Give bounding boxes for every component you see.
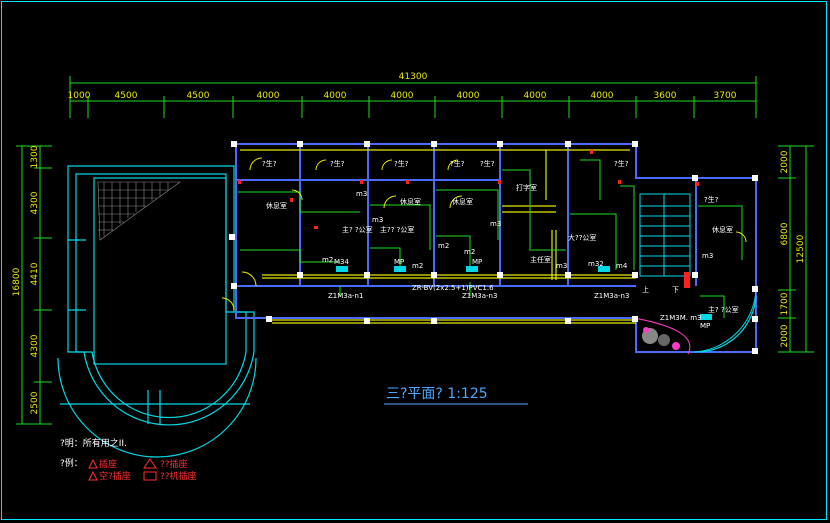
dim-seg-7: 4000 <box>457 91 480 101</box>
tag-stair-down: 下 <box>672 286 679 294</box>
tag-n3-b: Z1M3a-n3 <box>594 292 629 300</box>
room-wc-2: ?生? <box>330 159 345 168</box>
room-rest-1: 休息室 <box>266 201 287 210</box>
legend-title: ?例： <box>60 457 83 469</box>
tag-m2-a: m2 <box>322 256 333 264</box>
left-dimension-chain <box>16 145 52 425</box>
tag-m2-c: m2 <box>464 248 475 256</box>
dim-seg-6: 4000 <box>391 91 414 101</box>
distribution-boxes <box>336 266 712 320</box>
dim-seg-1: 1000 <box>68 91 91 101</box>
dim-right-1: 2000 <box>780 150 790 173</box>
tag-n1: Z1M3a-n1 <box>328 292 363 300</box>
dim-left-total: 16800 <box>12 267 22 296</box>
dim-seg-11: 3700 <box>714 91 737 101</box>
dim-seg-8: 4000 <box>524 91 547 101</box>
dim-seg-4: 4000 <box>257 91 280 101</box>
tag-n3-a: Z1M3a-n3 <box>462 292 497 300</box>
tag-m3-c: m3 <box>490 220 501 228</box>
socket-symbols <box>238 150 699 288</box>
legend-special-socket-icon <box>143 458 157 469</box>
dim-left-1: 1300 <box>30 145 40 168</box>
legend-socket-icon <box>88 458 98 469</box>
tag-stair-up: 上 <box>642 285 649 294</box>
dim-seg-5: 4000 <box>324 91 347 101</box>
terrace-curve <box>633 289 757 355</box>
dim-total-top: 41300 <box>399 72 428 82</box>
left-wing-outline <box>57 165 257 458</box>
dim-left-5: 2500 <box>30 391 40 414</box>
room-wc-4: ?生? <box>450 159 465 168</box>
room-office-3: 主? ?公室 <box>708 305 739 314</box>
tag-m3-b: m3 <box>372 216 383 224</box>
legend-item-1: 插座 <box>99 458 117 470</box>
dim-seg-3: 4500 <box>187 91 210 101</box>
hatch-pattern <box>97 181 181 241</box>
dim-right-3: 1700 <box>780 292 790 315</box>
tag-mp-1: MP <box>394 258 404 266</box>
wiring-green <box>238 159 743 318</box>
dim-seg-2: 4500 <box>115 91 138 101</box>
room-office-1: 主? ?公室 <box>342 225 373 234</box>
room-rest-3: 休息室 <box>452 197 473 206</box>
door-swings <box>221 157 747 311</box>
room-rest-4: 休息室 <box>712 225 733 234</box>
plan-title: 三?平面? 1:125 <box>386 386 488 402</box>
tag-m3-e: m3 <box>702 252 713 260</box>
dim-left-2: 4300 <box>30 191 40 214</box>
dim-seg-10: 3600 <box>654 91 677 101</box>
legend-item-4: ??机插座 <box>160 470 197 482</box>
corridor-lines <box>240 149 636 324</box>
room-wc-7: ?生? <box>704 195 719 204</box>
tag-z1m: Z1M3M. m3 <box>660 314 702 322</box>
room-office-2: 主?? ?公室 <box>380 225 414 234</box>
column-markers <box>229 141 758 354</box>
room-wc-6: ?生? <box>614 159 629 168</box>
room-wc-3: ?生? <box>394 159 409 168</box>
legend-item-3: 空?插座 <box>99 470 131 482</box>
dim-seg-9: 4000 <box>591 91 614 101</box>
right-dimension-chain <box>778 145 814 353</box>
room-wc-5: ?生? <box>480 159 495 168</box>
tag-m2-d: m2 <box>438 242 449 250</box>
tag-m32: m32 <box>588 260 604 268</box>
room-wc-1: ?生? <box>262 159 277 168</box>
top-dimension-chain <box>69 76 757 118</box>
tag-mp-3: MP <box>700 322 710 330</box>
room-print: 打字室 <box>516 183 537 192</box>
room-big-office: 大??公室 <box>568 233 596 242</box>
tag-feed-cable: ZR-BV(2x2.5+1)PVC1.6 <box>412 284 494 292</box>
tag-m3-a: m3 <box>356 190 367 198</box>
dim-right-total: 12500 <box>796 234 806 263</box>
room-supervisor: 主任室 <box>530 255 551 264</box>
tag-m4: m4 <box>616 262 628 270</box>
dim-left-4: 4300 <box>30 334 40 357</box>
staircase <box>639 193 691 277</box>
dim-right-4: 2000 <box>780 324 790 347</box>
dim-right-2: 6800 <box>780 222 790 245</box>
tag-mp-2: MP <box>472 258 482 266</box>
room-rest-2: 休息室 <box>400 197 421 206</box>
legend-machine-socket-icon <box>143 471 157 481</box>
legend-item-2: ??插座 <box>160 458 188 470</box>
tag-m2-b: m2 <box>412 262 423 270</box>
note-line: ?明：所有用之II. <box>60 437 127 449</box>
legend-ac-socket-icon <box>88 470 98 481</box>
tag-m3-d: m3 <box>556 262 567 270</box>
dim-left-3: 4410 <box>30 262 40 285</box>
tag-m34: M34 <box>334 258 349 266</box>
